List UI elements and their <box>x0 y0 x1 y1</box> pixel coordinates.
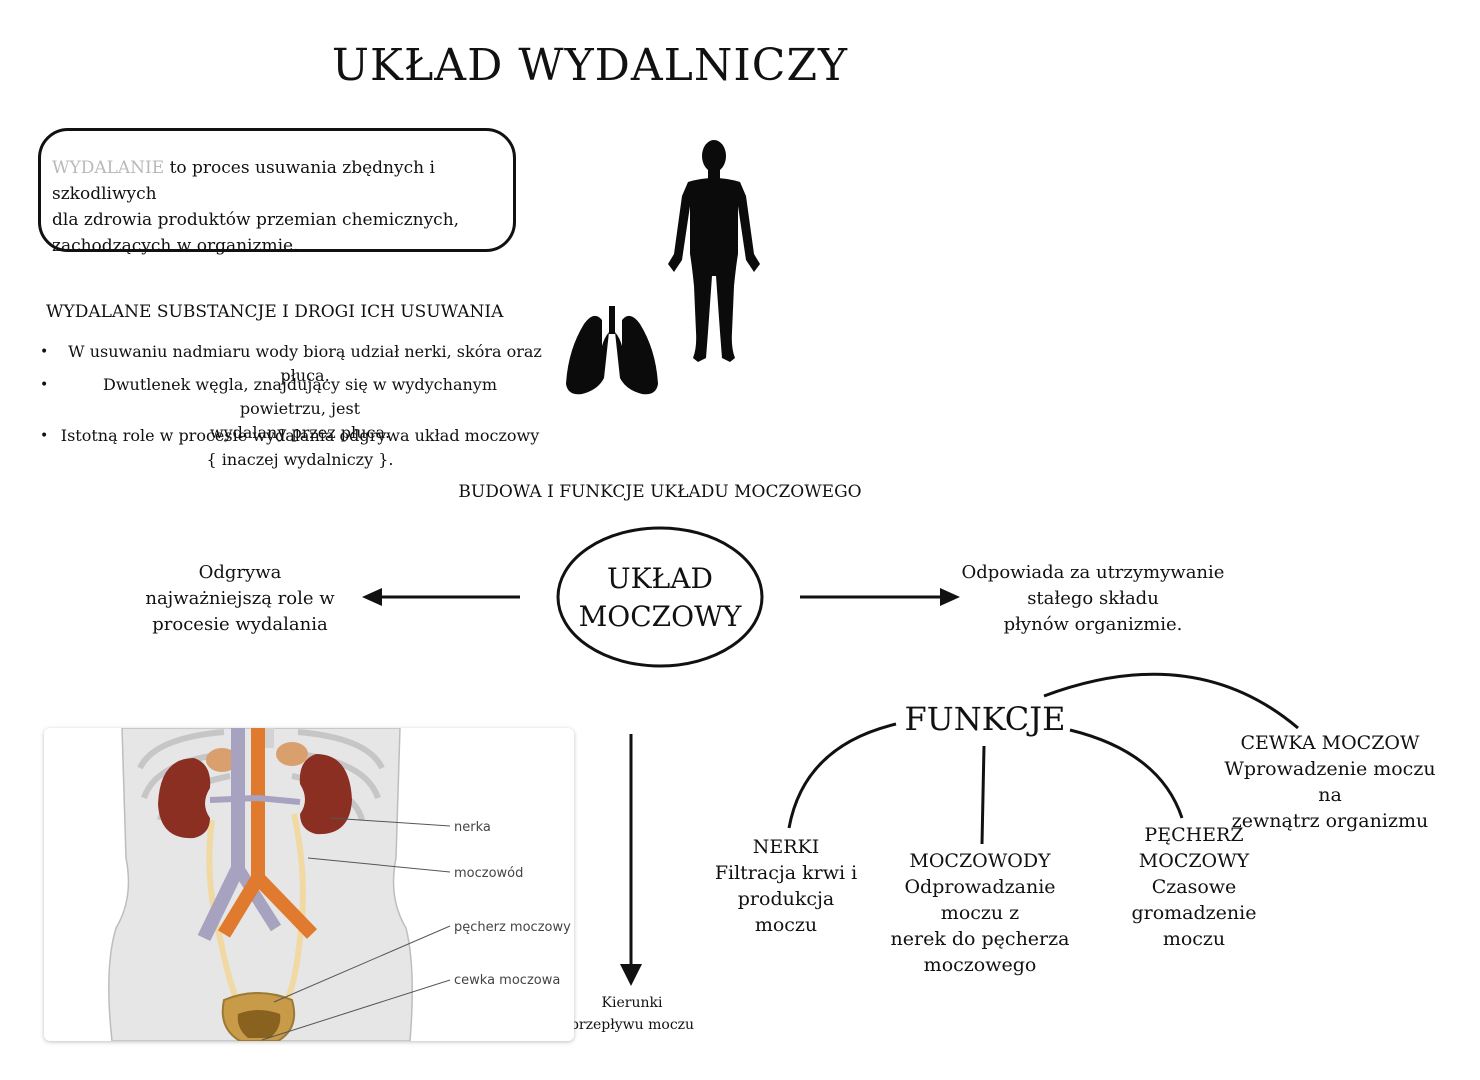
bullet-dot: • <box>40 428 49 444</box>
center-line1: UKŁAD <box>607 562 713 595</box>
function-nerki: NERKI Filtracja krwi i produkcja moczu <box>706 834 866 938</box>
bullet-2-line2: wydalany przez płuca. <box>209 423 391 442</box>
label-kidney: nerka <box>454 820 491 835</box>
function-pecherz-name2: MOCZOWY <box>1138 850 1250 872</box>
definition-line3: zachodzących w organizmie. <box>52 236 299 256</box>
adrenal-left <box>206 748 238 772</box>
function-nerki-desc1: Filtracja krwi i <box>714 862 858 884</box>
kidney-right <box>299 754 352 835</box>
arrow-down-head <box>620 964 642 986</box>
definition-term: WYDALANIE <box>52 158 165 178</box>
anatomy-svg: nerka moczowód pęcherz moczowy cewka moc… <box>108 728 571 1041</box>
bullet-dot: • <box>40 344 49 360</box>
left-note-line1: Odgrywa <box>198 562 282 583</box>
label-bladder: pęcherz moczowy <box>454 920 571 935</box>
connector-cewka <box>1043 672 1299 730</box>
bullet-1-line1: W usuwaniu nadmiaru wody biorą udział ne… <box>68 342 542 385</box>
function-cewka: CEWKA MOCZOW Wprowadzenie moczu na zewną… <box>1214 730 1446 834</box>
artery-branch <box>252 873 318 939</box>
definition-line1: to proces usuwania zbędnych i szkodliwyc… <box>52 158 435 204</box>
lungs-icon <box>566 306 658 395</box>
bullet-item-2: Dwutlenek węgla, znajdujący się w wydych… <box>60 373 540 445</box>
bullet-3-line1: Istotną role w procesie wydalania odgryw… <box>60 426 540 445</box>
center-ellipse <box>556 526 764 668</box>
label-ureter: moczowód <box>454 866 523 881</box>
connector-nerki <box>787 722 897 829</box>
right-note-line1: Odpowiada za utrzymywanie <box>961 562 1225 583</box>
flow-note-line2: przepływu moczu <box>569 1017 695 1033</box>
human-silhouette-icon <box>668 140 760 362</box>
flow-direction-note: Kierunki przepływu moczu <box>562 992 702 1036</box>
function-moczowody-desc2: nerek do pęcherza <box>890 928 1070 950</box>
bullet-3-line2: { inaczej wydalniczy }. <box>206 450 394 469</box>
adrenal-right <box>276 742 308 766</box>
arrow-left-head <box>362 588 382 606</box>
function-pecherz-desc2: moczu <box>1162 928 1226 950</box>
function-cewka-desc2: zewnątrz organizmu <box>1231 810 1429 832</box>
label-leaders <box>261 817 451 1041</box>
function-moczowody: MOCZOWODY Odprowadzanie moczu z nerek do… <box>872 848 1088 978</box>
definition-line2: dla zdrowia produktów przemian chemiczny… <box>52 210 460 230</box>
right-note-line3: płynów organizmie. <box>1003 614 1183 635</box>
connector-pecherz <box>1069 728 1184 819</box>
center-line2: MOCZOWY <box>578 600 742 633</box>
functions-heading: FUNKCJE <box>904 700 1066 738</box>
bullet-item-1: W usuwaniu nadmiaru wody biorą udział ne… <box>60 340 550 388</box>
vein-branch <box>232 864 282 932</box>
page-title: UKŁAD WYDALNICZY <box>331 40 849 91</box>
right-note-line2: stałego składu <box>1027 588 1159 609</box>
kidney-left <box>158 758 211 839</box>
bullet-2-line1: Dwutlenek węgla, znajdujący się w wydych… <box>103 375 497 418</box>
function-pecherz: PĘCHERZ MOCZOWY Czasowe gromadzenie mocz… <box>1094 822 1294 952</box>
function-pecherz-name1: PĘCHERZ <box>1144 824 1244 846</box>
definition-text: WYDALANIE to proces usuwania zbędnych i … <box>52 155 512 259</box>
function-nerki-name: NERKI <box>752 836 820 858</box>
urinary-system-illustration: nerka moczowód pęcherz moczowy cewka moc… <box>44 728 574 1041</box>
bullet-item-3: Istotną role w procesie wydalania odgryw… <box>60 424 540 472</box>
function-moczowody-desc3: moczowego <box>923 954 1037 976</box>
left-note-line3: procesie wydalania <box>152 614 328 635</box>
structure-heading: BUDOWA I FUNKCJE UKŁADU MOCZOWEGO <box>458 482 862 502</box>
substances-heading: WYDALANE SUBSTANCJE I DROGI ICH USUWANIA <box>46 302 504 322</box>
center-node-label: UKŁAD MOCZOWY <box>557 560 763 636</box>
ureter-left <box>206 819 239 1000</box>
renal-vessels <box>209 794 301 805</box>
bullet-dot: • <box>40 377 49 393</box>
left-note: Odgrywa najważniejszą role w procesie wy… <box>130 560 350 638</box>
function-moczowody-name: MOCZOWODY <box>909 850 1051 872</box>
function-cewka-name: CEWKA MOCZOW <box>1240 732 1420 754</box>
definition-box <box>38 128 516 252</box>
flow-note-line1: Kierunki <box>601 995 663 1011</box>
bladder-inner <box>237 1010 281 1038</box>
function-moczowody-desc1: Odprowadzanie moczu z <box>904 876 1056 924</box>
function-nerki-desc2: produkcja moczu <box>737 888 835 936</box>
function-cewka-desc1: Wprowadzenie moczu na <box>1224 758 1436 806</box>
left-note-line2: najważniejszą role w <box>145 588 335 609</box>
connector-moczowody <box>980 745 986 845</box>
function-pecherz-desc1: Czasowe gromadzenie <box>1131 876 1257 924</box>
arrow-right-head <box>940 588 960 606</box>
right-note: Odpowiada za utrzymywanie stałego składu… <box>960 560 1226 638</box>
label-urethra: cewka moczowa <box>454 973 560 988</box>
